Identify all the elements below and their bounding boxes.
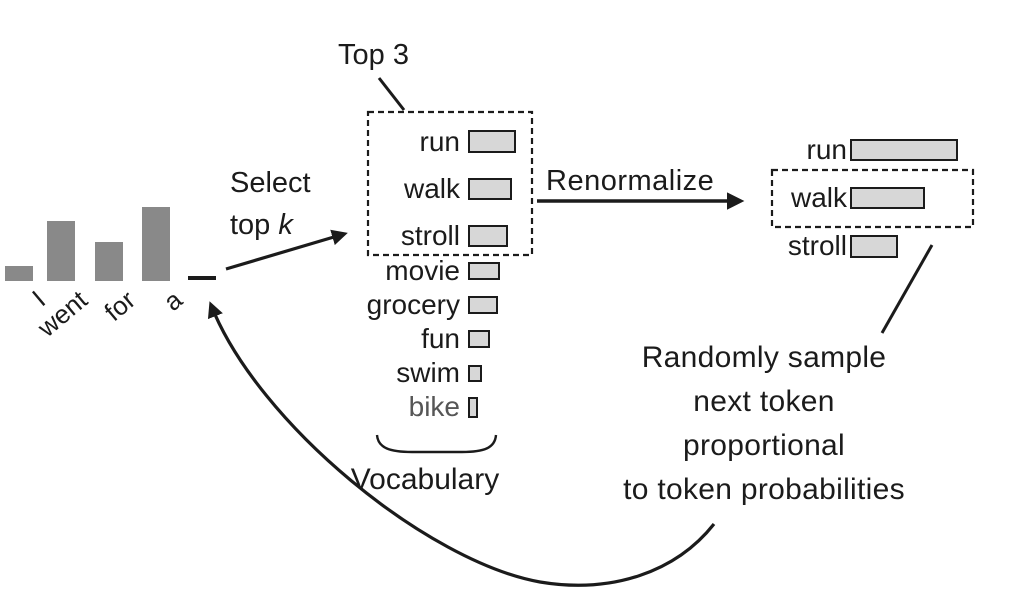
select-label-line1: Select (230, 167, 311, 199)
select-top-k-arrow (225, 229, 348, 271)
probability-row: fun (320, 322, 500, 356)
probability-bar (468, 296, 498, 314)
next-token-blank (188, 276, 216, 280)
feedback-loop-arrow (207, 301, 716, 587)
token-label: walk (403, 172, 460, 204)
token-label: run (806, 134, 847, 165)
token-label: walk (790, 182, 847, 213)
vocabulary-brace (375, 434, 498, 454)
probability-bar (468, 396, 478, 418)
context-token-bar (95, 242, 123, 281)
probability-bar (468, 330, 490, 348)
select-label-line2: top (230, 209, 279, 242)
token-label: fun (421, 323, 460, 354)
probability-bar (850, 187, 925, 209)
probability-bar (468, 364, 482, 382)
vocabulary-topk-list: run walk stroll (340, 118, 516, 259)
k-variable: k (278, 209, 293, 242)
caption-line: to token probabilities (623, 473, 905, 506)
probability-bar (850, 139, 958, 161)
probability-bar (468, 262, 500, 280)
caption-line: proportional (682, 429, 846, 462)
probability-row: grocery (320, 288, 500, 322)
token-label: stroll (787, 230, 847, 261)
top3-label: Top 3 (338, 39, 409, 71)
probability-row: bike (320, 390, 500, 424)
top3-connector-line (377, 77, 406, 111)
sample-connector-line (880, 244, 934, 334)
probability-row: walk (340, 165, 516, 212)
token-label: bike (408, 391, 460, 422)
probability-bar (468, 177, 512, 200)
select-top-k-label: Select top k (230, 162, 311, 246)
context-token-bar (5, 266, 33, 281)
probability-row: run (340, 118, 516, 165)
probability-row: swim (320, 356, 500, 390)
caption-line: Randomly sample (641, 341, 887, 374)
probability-row: stroll (742, 222, 958, 270)
probability-row: stroll (340, 212, 516, 259)
token-label: run (419, 125, 460, 157)
token-label: stroll (400, 219, 460, 251)
renormalize-label: Renormalize (546, 165, 715, 197)
vocabulary-caption: Vocabulary (350, 463, 500, 496)
renormalized-list: run walk stroll (742, 126, 958, 270)
token-label: grocery (366, 289, 460, 320)
probability-row: walk (742, 174, 958, 222)
probability-row: movie (320, 254, 500, 288)
probability-bar (468, 130, 516, 153)
probability-bar (468, 224, 508, 247)
probability-bar (850, 234, 898, 258)
probability-row: run (742, 126, 958, 174)
random-sample-caption: Randomly sample next token proportional … (598, 336, 930, 512)
context-token-bar (142, 207, 170, 281)
sampled-token-box (770, 168, 975, 229)
token-label: swim (396, 357, 460, 388)
context-token-bar (47, 221, 75, 281)
caption-line: next token (693, 385, 835, 418)
token-label: movie (385, 255, 460, 286)
top-k-selection-box (366, 110, 534, 257)
